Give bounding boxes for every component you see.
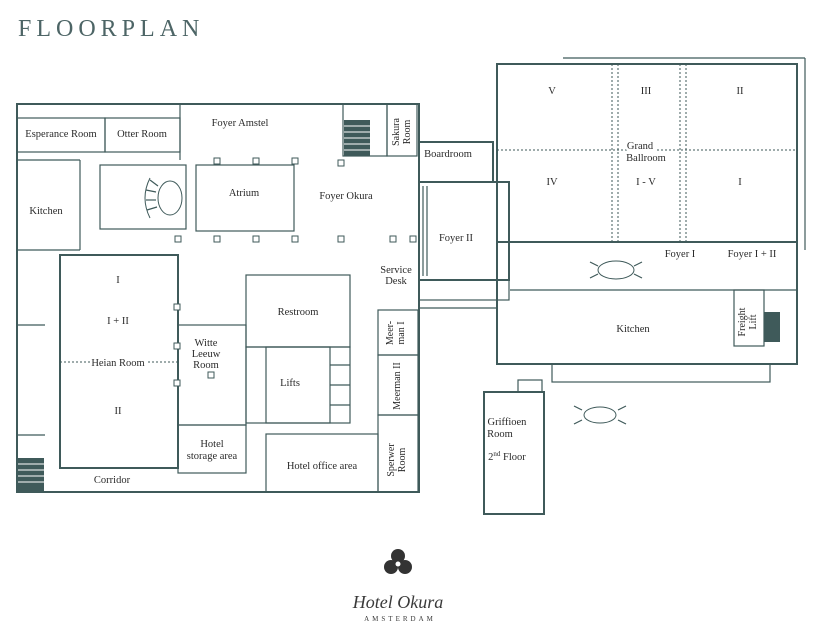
stairs-icon: [344, 120, 370, 156]
ballroom-ii-label: II: [737, 86, 744, 97]
griffioen-walls: [483, 379, 627, 515]
boardroom-label: Boardroom: [424, 149, 472, 160]
foyer-i-label: Foyer I: [665, 249, 696, 260]
sakura-room-label-2: Room: [402, 120, 413, 145]
foyer-amstel-label: Foyer Amstel: [212, 118, 269, 129]
grand-staircase-icon: [589, 260, 643, 280]
griffioen-room-label-2: Room: [487, 429, 513, 440]
freight-lift-label-1: Freight: [737, 307, 748, 336]
ballroom-walls: [496, 57, 806, 383]
ballroom-v-label: V: [548, 86, 556, 97]
ballroom-iv-label: IV: [546, 177, 557, 188]
foyer-i-ii-label: Foyer I + II: [728, 249, 777, 260]
foyer-okura-label: Foyer Okura: [319, 191, 373, 202]
freight-lift-label-2: Lift: [748, 314, 759, 329]
brand-city: AMSTERDAM: [364, 615, 436, 623]
service-desk-label-2: Desk: [385, 276, 407, 287]
atrium-label: Atrium: [229, 188, 259, 199]
grand-ballroom-label-2: Ballroom: [626, 153, 666, 164]
meerman-ii-label: Meerman II: [392, 362, 403, 409]
stairs-icon: [18, 458, 44, 491]
griffioen-room-label-1: Griffioen: [488, 417, 528, 428]
storage-label-1: Hotel: [200, 439, 223, 450]
lifts-label: Lifts: [280, 378, 300, 389]
sperwer-room-label-2: Room: [397, 448, 408, 473]
heian-room-label: Heian Room: [91, 358, 144, 369]
foyer-connector-walls: [418, 181, 510, 309]
ballroom-iii-label: III: [641, 86, 652, 97]
kitchen-right-label: Kitchen: [616, 324, 650, 335]
witte-leeuw-label-1: Witte: [195, 338, 218, 349]
meerman-i-label-2: man I: [396, 321, 407, 344]
hotel-office-label: Hotel office area: [287, 461, 358, 472]
sakura-room-label-1: Sakura: [391, 118, 402, 146]
columns: [173, 157, 417, 387]
corridor-label: Corridor: [94, 475, 131, 486]
heian-i-ii-label: I + II: [107, 316, 129, 327]
ballroom-i-v-label: I - V: [636, 177, 656, 188]
kitchen-left-label: Kitchen: [29, 206, 63, 217]
otter-room-label: Otter Room: [117, 129, 167, 140]
brand-name: Hotel Okura: [352, 592, 443, 612]
meerman-i-label-1: Meer-: [385, 321, 396, 345]
restroom-label: Restroom: [278, 307, 319, 318]
grand-ballroom-label-1: Grand: [627, 141, 654, 152]
hotel-okura-logo-icon: [384, 549, 412, 574]
storage-label-2: storage area: [187, 451, 238, 462]
second-floor-label: 2nd Floor: [488, 450, 526, 463]
staircase-icon: [573, 405, 627, 425]
sperwer-room-label-1: Sperwer: [386, 443, 397, 477]
esperance-room-label: Esperance Room: [25, 129, 96, 140]
ballroom-i-label: I: [738, 177, 742, 188]
service-desk-label-1: Service: [380, 265, 412, 276]
main-building-walls: [16, 103, 494, 493]
foyer-ii-label: Foyer II: [439, 233, 474, 244]
heian-ii-label: II: [115, 406, 122, 417]
spiral-staircase-icon: [144, 177, 183, 219]
room-labels: Esperance Room Otter Room Foyer Amstel S…: [25, 86, 777, 486]
page-title: FLOORPLAN: [18, 16, 204, 42]
heian-i-label: I: [116, 275, 120, 286]
witte-leeuw-label-2: Leeuw: [192, 349, 221, 360]
witte-leeuw-label-3: Room: [193, 360, 219, 371]
